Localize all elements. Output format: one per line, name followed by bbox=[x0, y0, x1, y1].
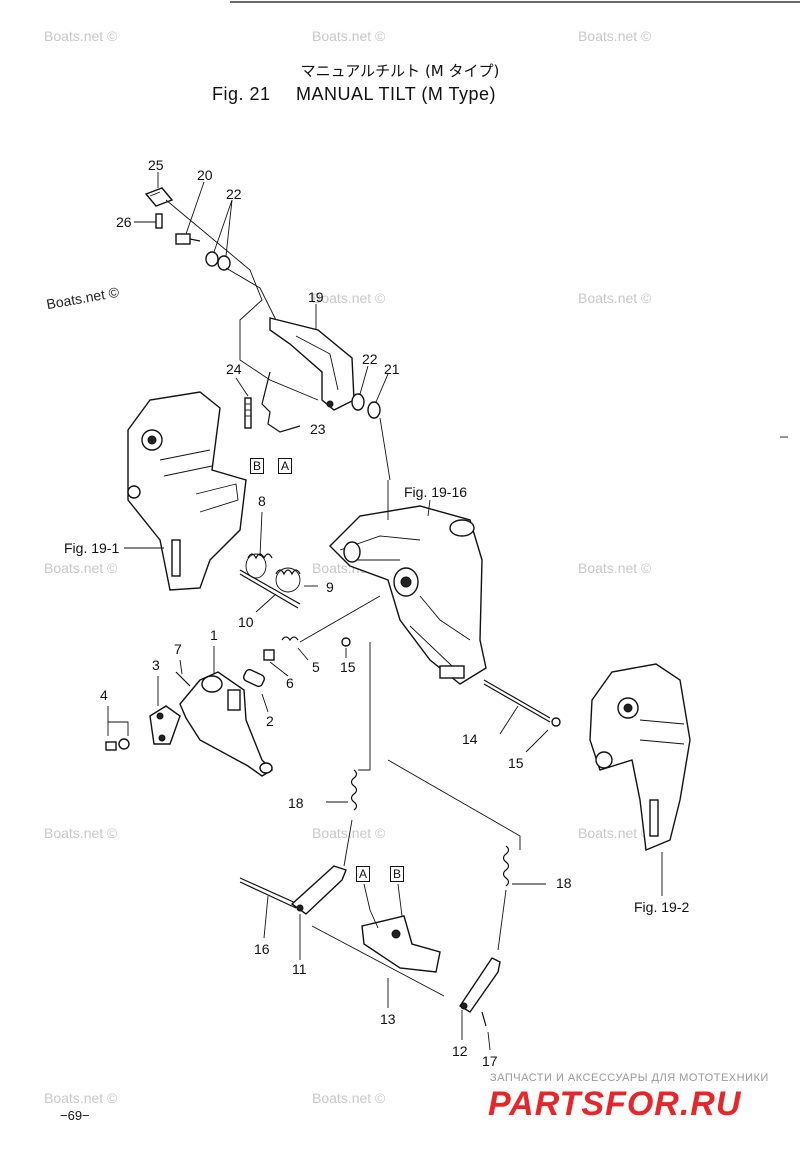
box-label-b: B bbox=[390, 866, 404, 882]
watermark: Boats.net © bbox=[44, 825, 118, 841]
swivel-bracket-main bbox=[329, 505, 487, 685]
part-3-plate bbox=[149, 705, 181, 745]
part-24-pin bbox=[244, 397, 252, 429]
part-17-cotter-pin bbox=[481, 1011, 487, 1027]
part-4-bolts bbox=[105, 738, 130, 751]
callout-18b: 18 bbox=[556, 875, 572, 891]
part-22-washer bbox=[351, 393, 365, 411]
part-8-spring bbox=[245, 553, 273, 579]
box-label-a: A bbox=[278, 458, 292, 474]
watermark: Boats.net © bbox=[312, 1090, 386, 1106]
right-clamp-bracket bbox=[589, 663, 691, 852]
callout-26: 26 bbox=[116, 214, 132, 230]
callout-3: 3 bbox=[152, 657, 160, 673]
figure-title: MANUAL TILT (M Type) bbox=[296, 84, 497, 104]
callout-5: 5 bbox=[312, 659, 320, 675]
part-5-spring bbox=[281, 636, 299, 642]
watermark: Boats.net © bbox=[44, 560, 118, 576]
callout-1: 1 bbox=[210, 627, 218, 643]
callout-23: 23 bbox=[310, 421, 326, 437]
callout-25: 25 bbox=[148, 157, 164, 173]
callout-7: 7 bbox=[174, 641, 182, 657]
watermark: Boats.net © bbox=[312, 290, 386, 306]
part-19-plate bbox=[269, 317, 355, 411]
part-16-rod bbox=[239, 877, 299, 905]
part-21-washer bbox=[367, 401, 381, 419]
part-22-washers bbox=[205, 251, 231, 271]
callout-2: 2 bbox=[266, 713, 274, 729]
watermark: Boats.net © bbox=[578, 825, 652, 841]
part-23-spring bbox=[261, 371, 301, 433]
figure-number: Fig. 21 bbox=[212, 84, 271, 104]
callout-20: 20 bbox=[197, 167, 213, 183]
watermark: Boats.net © bbox=[578, 28, 652, 44]
ref-fig-19-16: Fig. 19-16 bbox=[404, 484, 468, 500]
part-15-clip-right bbox=[551, 717, 561, 727]
callout-4: 4 bbox=[100, 687, 108, 703]
part-9-spring bbox=[275, 567, 301, 593]
callout-21: 21 bbox=[384, 361, 400, 377]
callout-22: 22 bbox=[226, 186, 242, 202]
watermark: Boats.net © bbox=[312, 28, 386, 44]
part-7-pin bbox=[175, 671, 191, 687]
part-2-pin bbox=[243, 668, 265, 688]
callout-19: 19 bbox=[308, 289, 324, 305]
part-15-clip bbox=[341, 637, 351, 647]
part-18-spring-left bbox=[350, 769, 358, 811]
callout-14: 14 bbox=[462, 731, 478, 747]
shop-tagline: ЗАПЧАСТИ И АКСЕССУАРЫ ДЛЯ МОТОТЕХНИКИ bbox=[490, 1072, 769, 1084]
callout-22b: 22 bbox=[362, 351, 378, 367]
part-11-lever bbox=[290, 865, 347, 915]
callout-13: 13 bbox=[380, 1011, 396, 1027]
part-12-lever bbox=[459, 957, 501, 1013]
left-clamp-bracket bbox=[127, 391, 247, 591]
callout-9: 9 bbox=[326, 579, 334, 595]
watermark: Boats.net © bbox=[578, 560, 652, 576]
callout-17: 17 bbox=[482, 1053, 498, 1069]
callout-6: 6 bbox=[286, 675, 294, 691]
callout-15b: 15 bbox=[508, 755, 524, 771]
part-1-lever bbox=[179, 671, 274, 777]
callout-10: 10 bbox=[238, 614, 254, 630]
watermark: Boats.net © bbox=[44, 28, 118, 44]
callout-16: 16 bbox=[254, 941, 270, 957]
japanese-title: マニュアルチルト (M タイプ) bbox=[300, 62, 500, 80]
part-6-plunger bbox=[263, 649, 275, 661]
watermark: Boats.net © bbox=[578, 290, 652, 306]
shop-logo: PARTSFOR.RU bbox=[488, 1085, 742, 1123]
callout-11: 11 bbox=[292, 961, 307, 977]
callout-12: 12 bbox=[452, 1043, 468, 1059]
part-10-rod bbox=[239, 569, 301, 609]
part-26-screw bbox=[155, 213, 163, 229]
page-number: −69− bbox=[60, 1108, 90, 1123]
part-13-link bbox=[361, 909, 441, 973]
callout-15: 15 bbox=[340, 659, 356, 675]
watermark: Boats.net © bbox=[312, 825, 386, 841]
part-25-clip bbox=[144, 187, 174, 207]
box-label-b: B bbox=[250, 458, 264, 474]
part-14-shaft bbox=[483, 679, 551, 719]
ref-fig-19-2: Fig. 19-2 bbox=[634, 899, 690, 915]
watermark: Boats.net © bbox=[44, 1090, 118, 1106]
part-18-spring-right bbox=[502, 845, 510, 887]
callout-24: 24 bbox=[226, 361, 242, 377]
ref-fig-19-1: Fig. 19-1 bbox=[64, 540, 120, 556]
box-label-a: A bbox=[356, 866, 370, 882]
callout-8: 8 bbox=[258, 493, 266, 509]
part-20-bolt bbox=[175, 233, 201, 245]
callout-18: 18 bbox=[288, 795, 304, 811]
